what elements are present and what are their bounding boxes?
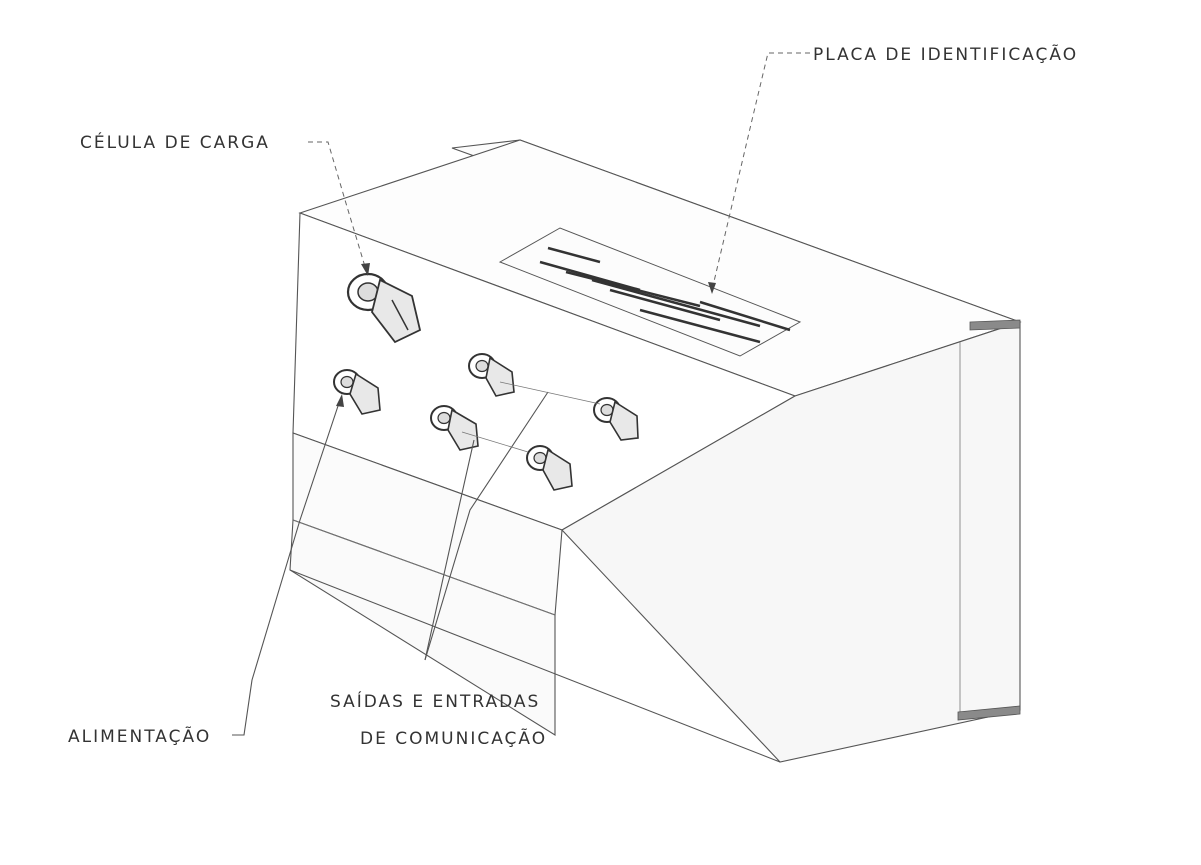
- comm-gland-2: [430, 405, 479, 451]
- power-gland: [333, 369, 381, 415]
- comm-link-1: [499, 381, 601, 405]
- comm-gland-3: [593, 397, 639, 441]
- nameplate-label: PLACA DE IDENTIFICAÇÃO: [813, 43, 1078, 65]
- base-edge-2: [292, 519, 556, 616]
- power-leader: [232, 399, 341, 736]
- load-cell-leader: [308, 141, 367, 271]
- nameplate-outline: [498, 227, 802, 357]
- comm-leader-2: [424, 391, 549, 661]
- comm-label-line-1: SAÍDAS E ENTRADAS: [330, 690, 540, 712]
- leader-lines: [232, 52, 810, 736]
- load-cell-label: CÉLULA DE CARGA: [80, 131, 270, 153]
- comm-gland-4: [526, 445, 573, 491]
- comm-leader-1: [424, 439, 475, 661]
- power-label: ALIMENTAÇÃO: [68, 725, 211, 747]
- end-cap: [969, 319, 1021, 331]
- end-cap-bottom: [957, 705, 1021, 721]
- right-side-face: [561, 321, 1021, 763]
- nameplate-arrow: [708, 282, 716, 294]
- comm-link-2: [461, 431, 529, 453]
- comm-gland-1: [468, 353, 515, 397]
- enclosure: [289, 139, 1022, 763]
- load-cell-arrow: [361, 263, 370, 276]
- power-arrow: [336, 394, 344, 407]
- nameplate-print: [539, 246, 791, 344]
- nameplate: [498, 227, 802, 357]
- nameplate-leader: [711, 52, 810, 291]
- comm-label-line-2: DE COMUNICAÇÃO: [360, 727, 547, 749]
- base-edge: [289, 569, 781, 763]
